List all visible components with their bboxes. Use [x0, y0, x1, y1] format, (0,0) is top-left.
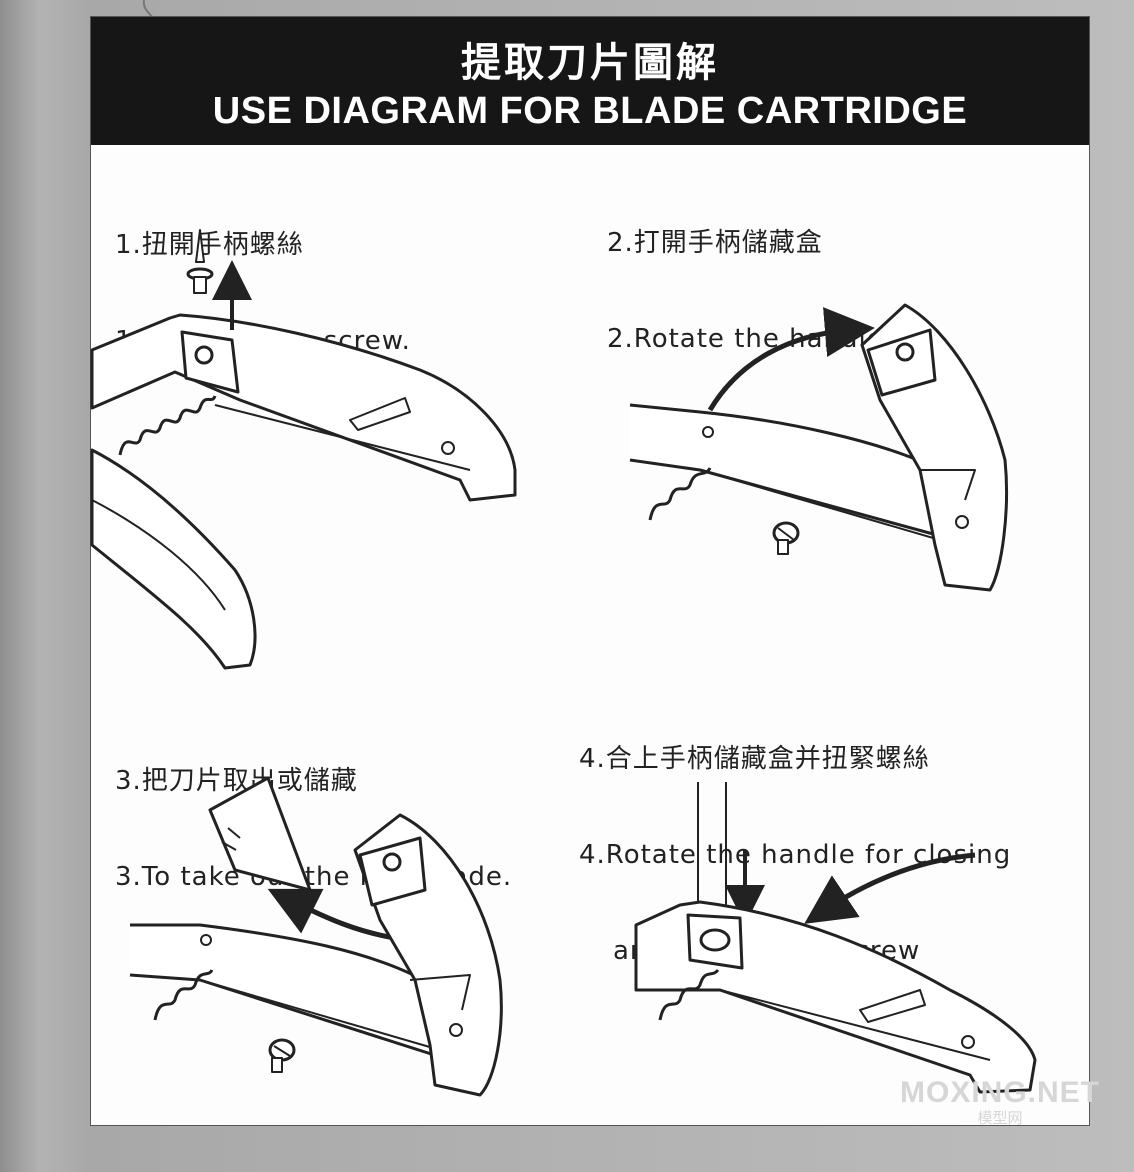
handle-upper — [90, 313, 517, 502]
spring — [153, 969, 214, 1021]
figure-step-2 — [629, 303, 1008, 592]
spring — [658, 968, 720, 1021]
watermark-subtext: 模型网 — [977, 1110, 1023, 1127]
figure-step-4 — [634, 782, 1037, 1094]
figure-step-1 — [90, 229, 517, 670]
step-1-chinese: 1.扭開手柄螺絲 — [115, 230, 304, 260]
step-3-caption: 3.把刀片取出或儲藏 3.To take out the new blade. — [115, 701, 512, 957]
step-3-chinese: 3.把刀片取出或儲藏 — [115, 766, 358, 796]
title-english: USE DIAGRAM FOR BLADE CARTRIDGE — [212, 90, 968, 132]
spring — [648, 467, 712, 521]
title-chinese: 提取刀片圖解 — [461, 40, 719, 86]
screw-icon — [772, 521, 800, 555]
figure-step-3 — [129, 776, 503, 1097]
instruction-card: 提取刀片圖解 USE DIAGRAM FOR BLADE CARTRIDGE 1… — [90, 16, 1090, 1126]
watermark-text: MOXING.NET — [900, 1076, 1101, 1109]
title-banner: 提取刀片圖解 USE DIAGRAM FOR BLADE CARTRIDGE — [91, 17, 1089, 145]
screwdriver-shaft — [697, 782, 727, 905]
arrow-curved-icon — [804, 852, 976, 924]
screwdriver-icon — [195, 229, 205, 263]
screw-icon — [186, 267, 214, 294]
spring — [118, 395, 217, 456]
blade-icon — [208, 776, 312, 892]
screw-icon — [268, 1038, 296, 1073]
step-2-chinese: 2.打開手柄儲藏盒 — [607, 228, 823, 258]
step-4-chinese: 4.合上手柄儲藏盒并扭緊螺絲 — [579, 744, 930, 774]
handle-lower — [90, 448, 257, 670]
watermark: MOXING.NET 模型网 — [900, 1076, 1100, 1128]
arrow-curved-icon — [707, 307, 875, 412]
